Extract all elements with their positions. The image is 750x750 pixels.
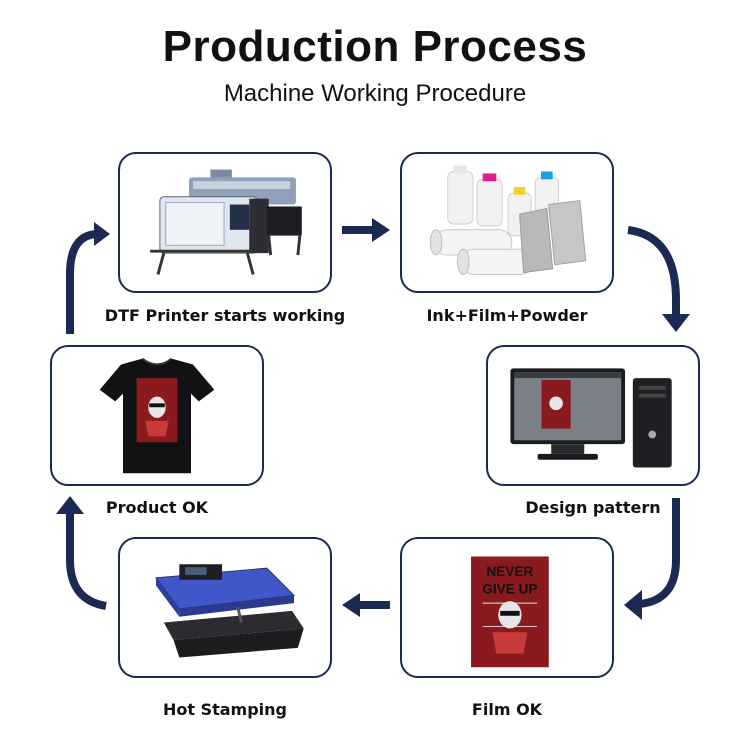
step-label-ink-film-powder: Ink+Film+Powder [426, 306, 588, 325]
arrow-curve-down-left-icon [624, 498, 680, 620]
tshirt-image [99, 357, 215, 474]
page-title: Production Process [162, 22, 588, 71]
step-card-ink-film-powder [400, 152, 614, 293]
printed-film-image: NEVER GIVE UP [471, 556, 549, 668]
step-card-product-ok [50, 345, 264, 486]
design-text-line2: GIVE UP [482, 581, 537, 596]
arrow-curve-up-icon [56, 496, 107, 610]
step-label-film-ok: Film OK [471, 700, 543, 719]
design-text-line1: NEVER [486, 564, 533, 579]
arrow-curve-down-icon [627, 226, 690, 332]
arrow-left-icon [342, 593, 390, 617]
step-card-design-pattern [486, 345, 700, 486]
dtf-printer-image [150, 169, 302, 275]
computer-design-image [510, 368, 672, 468]
step-label-dtf-printer: DTF Printer starts working [104, 306, 346, 325]
step-card-hot-stamping [118, 537, 332, 678]
step-card-film-ok: NEVER GIVE UP [400, 537, 614, 678]
arrow-right-icon [342, 218, 390, 242]
heat-press-image [155, 564, 304, 658]
arrow-curve-up-right-icon [66, 222, 110, 334]
step-label-hot-stamping: Hot Stamping [162, 700, 288, 719]
page-subtitle: Machine Working Procedure [223, 80, 527, 107]
step-card-dtf-printer [118, 152, 332, 293]
ink-film-powder-image [429, 165, 587, 275]
step-label-design-pattern: Design pattern [525, 498, 661, 517]
step-label-product-ok: Product OK [105, 498, 209, 517]
